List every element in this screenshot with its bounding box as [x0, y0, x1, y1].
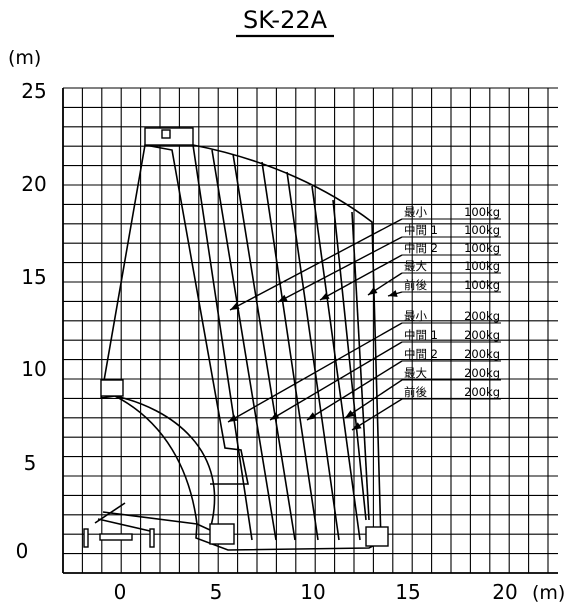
- legend-item: 中間 1 100kg: [402, 223, 501, 238]
- legend-mode: 最小: [404, 309, 427, 323]
- leader-line: [277, 236, 403, 303]
- reach-line: [261, 161, 319, 541]
- legend-mode: 中間 2: [404, 241, 438, 255]
- legend-load: 100kg: [464, 259, 500, 273]
- leader-arrowhead: [230, 302, 240, 310]
- legend-load: 100kg: [464, 241, 500, 255]
- diagram-title: SK-22A: [243, 6, 328, 34]
- legend-item: 前後 100kg: [402, 278, 501, 293]
- legend-item: 前後 200kg: [402, 385, 501, 400]
- legend-load: 100kg: [464, 205, 500, 219]
- reach-line: [192, 144, 253, 541]
- leader-arrowhead: [352, 422, 362, 430]
- low-reach-arc: [114, 395, 198, 525]
- leader-arrowhead: [228, 414, 238, 422]
- reach-line: [232, 153, 296, 541]
- x-tick-label: 0: [114, 580, 127, 604]
- reach-lines: [192, 144, 370, 541]
- x-tick-label: 10: [300, 580, 325, 604]
- legend: 最小 100kg 中間 1 100kg 中間 2 100kg 最大 100kg …: [227, 205, 501, 431]
- legend-item: 最小 200kg: [402, 309, 501, 324]
- legend-load: 200kg: [464, 309, 500, 323]
- legend-mode: 中間 1: [404, 223, 438, 237]
- y-axis-unit: (m): [8, 47, 41, 69]
- leader-arrowhead: [278, 294, 288, 302]
- legend-mode: 最大: [404, 366, 427, 380]
- lower-envelope: [100, 395, 216, 532]
- legend-load: 200kg: [464, 328, 500, 342]
- leader-arrowhead: [270, 412, 280, 420]
- legend-leader-lines: [227, 218, 403, 431]
- platform-rail: [161, 129, 171, 139]
- legend-item: 最小 100kg: [402, 205, 501, 220]
- y-tick-label: 20: [21, 172, 46, 196]
- legend-mode: 前後: [404, 385, 427, 399]
- leader-line: [319, 254, 403, 301]
- legend-mode: 最大: [404, 259, 427, 273]
- y-tick-label: 0: [16, 539, 29, 563]
- legend-mode: 中間 2: [404, 347, 438, 361]
- x-tick-label: 20: [492, 580, 517, 604]
- y-tick-label: 15: [21, 265, 46, 289]
- legend-load: 100kg: [464, 223, 500, 237]
- leader-arrowhead: [388, 290, 398, 297]
- legend-item: 最大 200kg: [402, 366, 501, 381]
- legend-item: 最大 100kg: [402, 259, 501, 274]
- leader-arrowhead: [307, 412, 317, 420]
- leader-line: [269, 341, 403, 421]
- legend-item: 中間 2 100kg: [402, 241, 501, 256]
- x-tick-label: 5: [210, 580, 223, 604]
- outrigger-right: [149, 528, 155, 548]
- reach-line: [211, 149, 277, 541]
- leader-line: [229, 218, 403, 311]
- legend-load: 200kg: [464, 385, 500, 399]
- platform-front: [365, 526, 389, 547]
- reach-line: [311, 185, 361, 541]
- leader-line: [227, 322, 403, 423]
- platform-mid: [100, 379, 124, 397]
- machine-glyphs: [83, 127, 389, 548]
- legend-load: 200kg: [464, 366, 500, 380]
- y-tick-labels: 0 5 10 15 20 25: [16, 79, 47, 563]
- legend-item: 中間 1 200kg: [402, 328, 501, 343]
- legend-item: 中間 2 200kg: [402, 347, 501, 362]
- legend-load: 200kg: [464, 347, 500, 361]
- y-tick-label: 25: [21, 79, 46, 103]
- outrigger-left: [83, 528, 89, 548]
- leader-arrowhead: [368, 287, 378, 295]
- leader-line: [351, 398, 403, 431]
- legend-load: 100kg: [464, 278, 500, 292]
- y-tick-label: 5: [24, 451, 37, 475]
- x-tick-labels: 0 5 10 15 20: [114, 580, 518, 604]
- leader-line: [344, 379, 403, 419]
- x-axis-unit: (m): [532, 582, 565, 604]
- chassis-base: [99, 533, 133, 541]
- x-tick-label: 15: [395, 580, 420, 604]
- y-tick-label: 10: [21, 357, 46, 381]
- leader-line: [306, 360, 403, 421]
- legend-mode: 中間 1: [404, 328, 438, 342]
- legend-mode: 前後: [404, 278, 427, 292]
- leader-arrowhead: [320, 292, 330, 300]
- leader-arrowhead: [345, 410, 355, 418]
- platform-low: [209, 523, 235, 545]
- legend-mode: 最小: [404, 205, 427, 219]
- boom-lower-line: [97, 518, 151, 532]
- inner-upper-boundary: [144, 144, 249, 485]
- reach-line: [286, 171, 340, 541]
